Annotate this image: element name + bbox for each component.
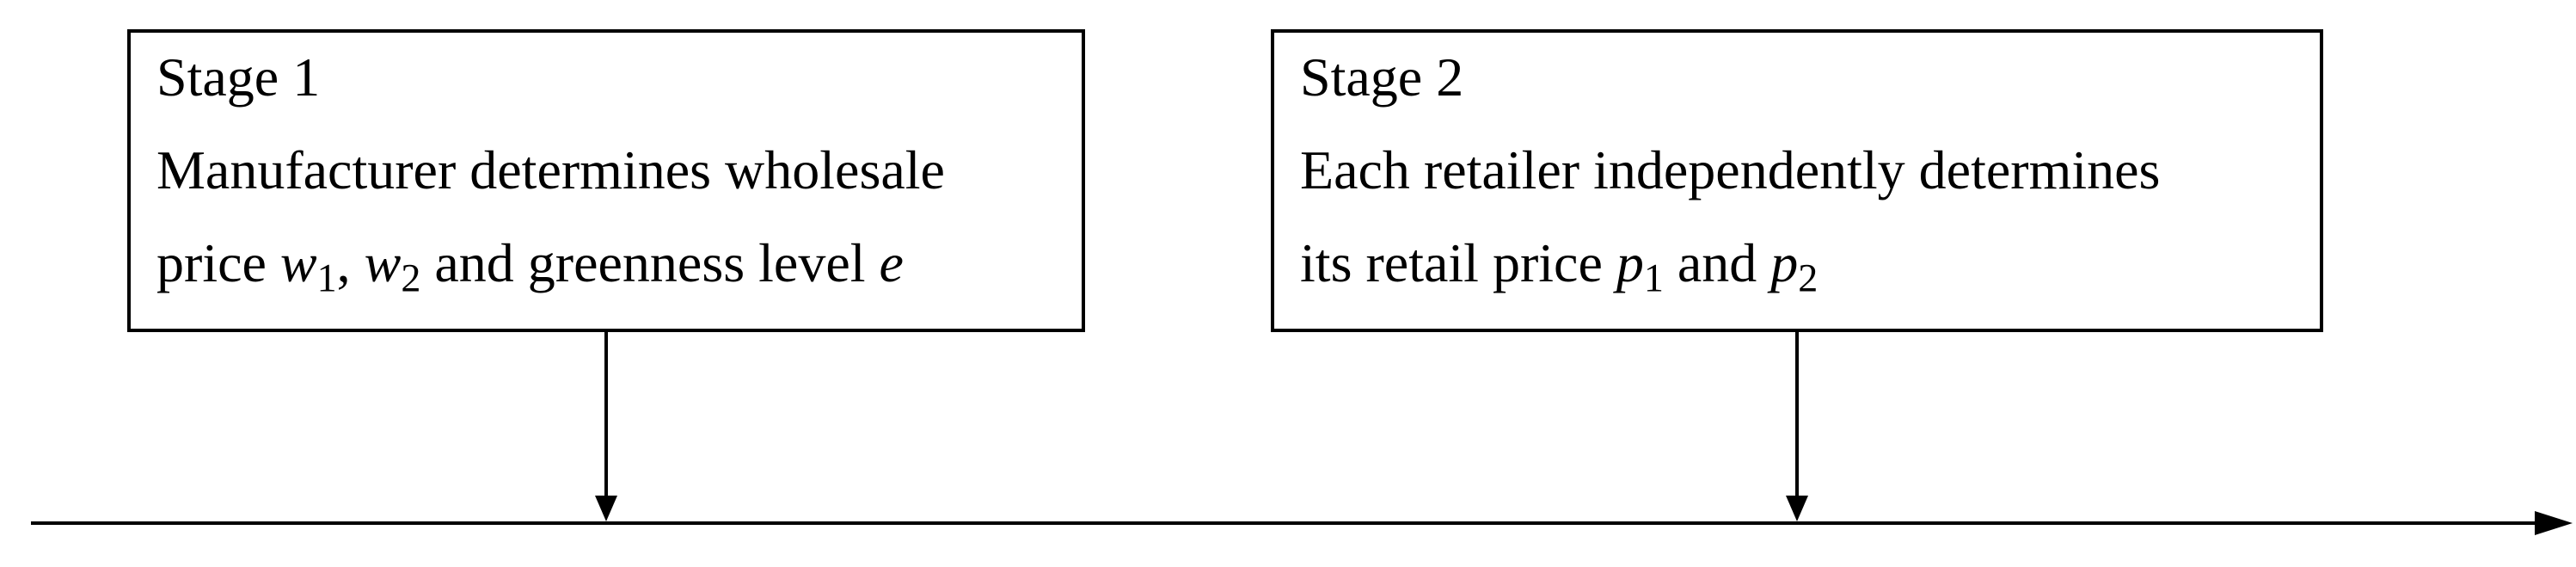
stage1-description-line1: Manufacturer determines wholesale <box>156 139 945 200</box>
stage1-title: Stage 1 <box>156 46 321 108</box>
stage2-description-line2: its retail price p1 and p2 <box>1300 217 2320 310</box>
stage2-title: Stage 2 <box>1300 46 1464 108</box>
stage1-line2-mid: and greenness level <box>420 232 880 293</box>
stage1-box: Stage 1 Manufacturer determines wholesal… <box>127 29 1085 332</box>
stage2-box: Stage 2 Each retailer independently dete… <box>1271 29 2323 332</box>
stage2-line2-prefix: its retail price <box>1300 232 1616 293</box>
stage1-description-line2: price w1, w2 and greenness level e <box>156 217 1082 310</box>
stage2-line2-mid: and <box>1663 232 1771 293</box>
wholesale-price-w1: w1 <box>279 232 337 300</box>
greenness-level-e: e <box>879 232 904 293</box>
stage2-arrowhead <box>1786 496 1808 521</box>
stage1-line2-prefix: price <box>156 232 280 293</box>
wholesale-price-w2: w2 <box>364 232 421 300</box>
stage1-arrowhead <box>595 496 617 521</box>
timeline-arrowhead <box>2535 511 2573 535</box>
stage2-description-line1: Each retailer independently determines <box>1300 139 2161 200</box>
variable-separator: , <box>336 232 365 293</box>
retail-price-p2: p2 <box>1770 232 1819 300</box>
retail-price-p1: p1 <box>1616 232 1664 300</box>
